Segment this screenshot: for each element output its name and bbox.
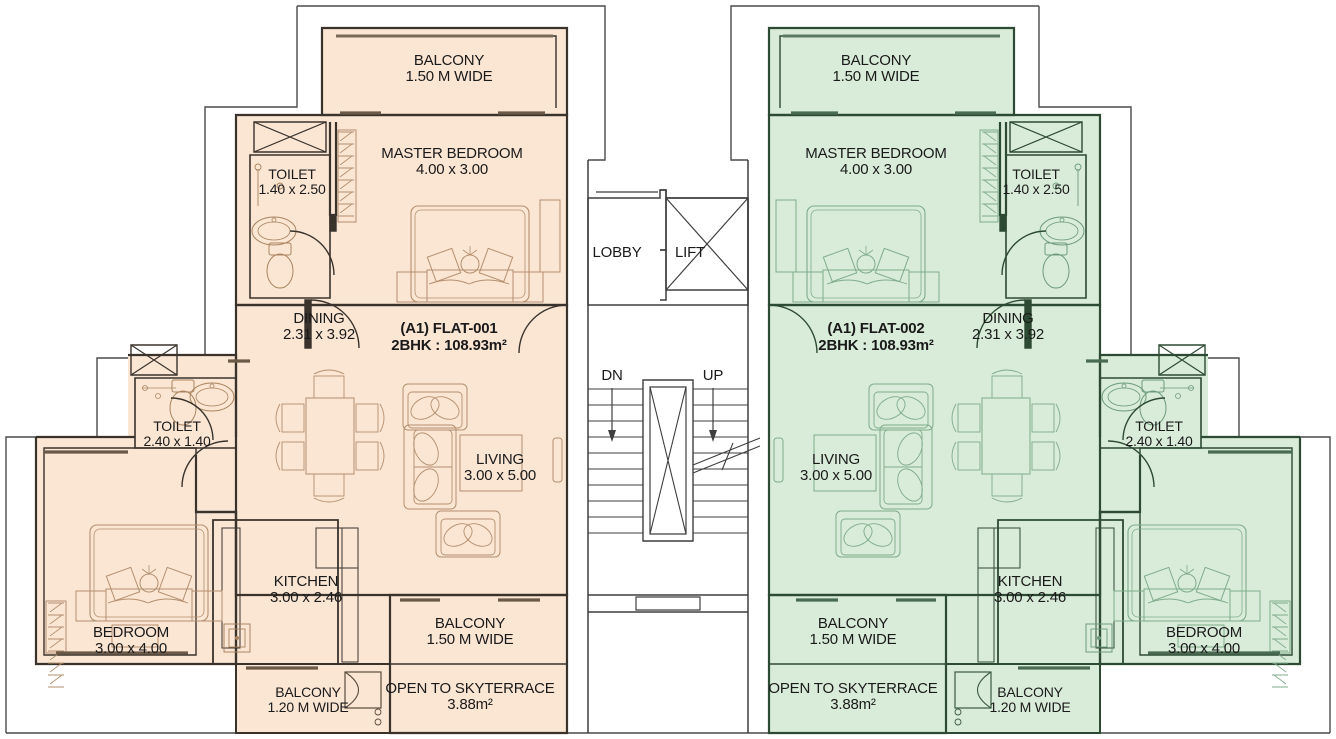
flat-002-doors: [768, 214, 1166, 488]
flat-002-windows: [791, 111, 1292, 670]
flat-002-walls: [767, 26, 1302, 735]
flat-001-doors: [170, 214, 568, 488]
flat-002-group: [767, 26, 1302, 735]
flat-002-furniture: [773, 129, 1291, 726]
flat-001-shape: [36, 28, 567, 733]
flat-002-shape: [769, 28, 1300, 733]
core-walls: [587, 160, 761, 733]
flat-001-windows: [44, 111, 545, 670]
flat-001-walls: [34, 26, 569, 735]
